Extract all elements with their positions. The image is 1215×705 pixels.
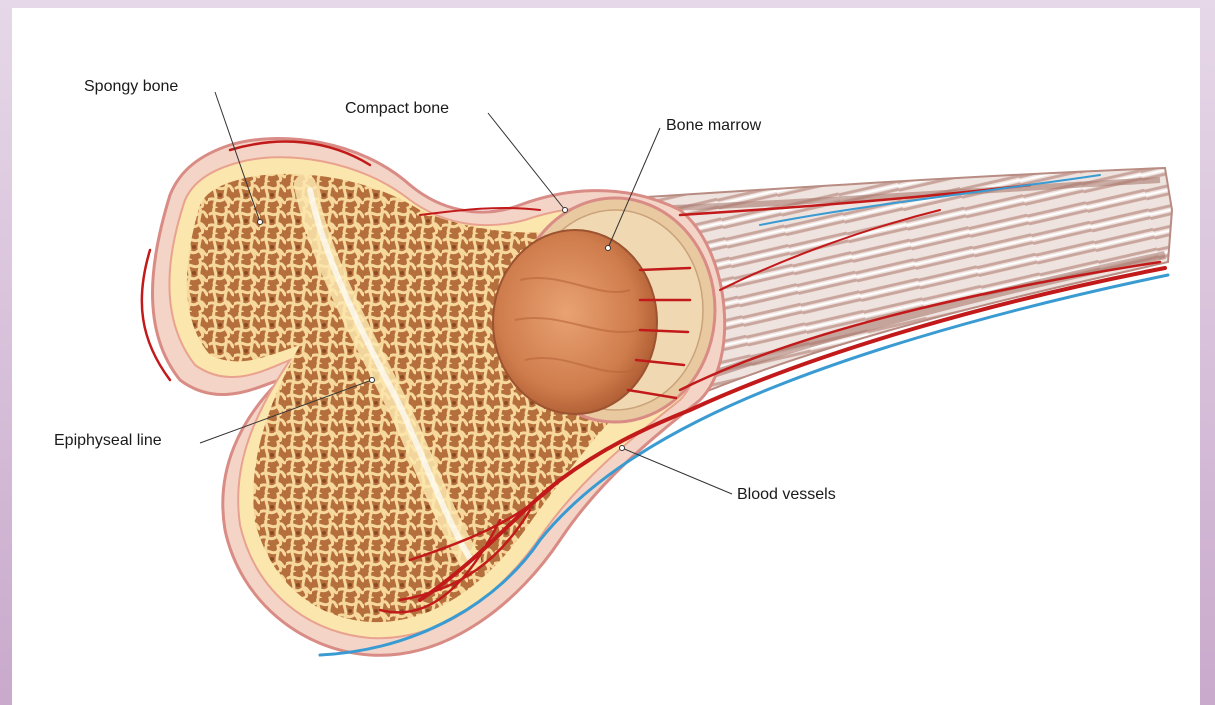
bone-marrow: [493, 230, 657, 414]
label-blood-vessels: Blood vessels: [737, 486, 836, 504]
label-spongy-bone: Spongy bone: [84, 78, 178, 96]
label-compact-bone: Compact bone: [345, 100, 449, 118]
label-epiphyseal-line: Epiphyseal line: [54, 432, 162, 450]
label-bone-marrow: Bone marrow: [666, 117, 761, 135]
